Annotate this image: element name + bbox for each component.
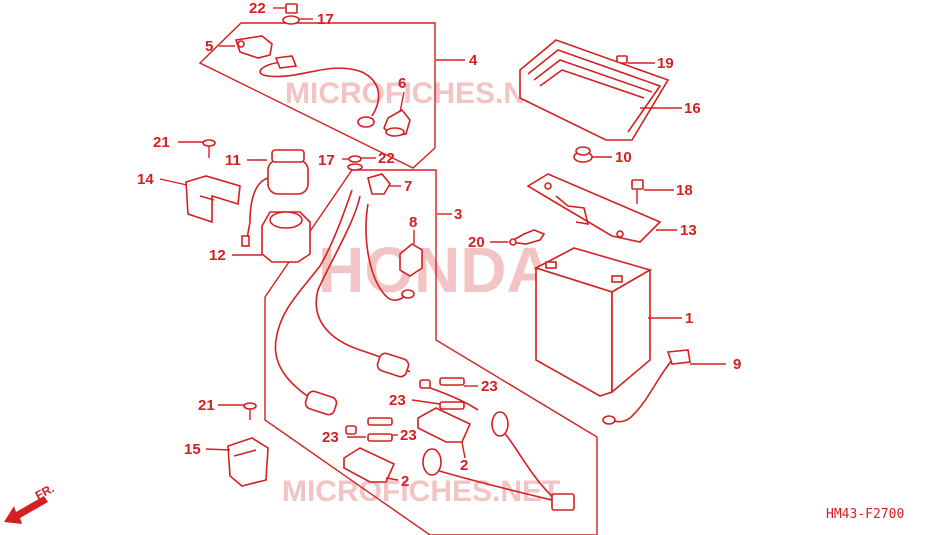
wire-harness-part-3: [274, 189, 575, 511]
battery-stay-part-13: [526, 173, 662, 243]
starter-relay-part-11: [241, 149, 309, 247]
callout-8: 8: [409, 214, 417, 231]
callout-20: 20: [468, 234, 485, 251]
terminal-boot-part-6: [383, 108, 411, 137]
watermark-top: MICROFICHES.NET: [285, 77, 563, 110]
callout-21-top: 21: [153, 134, 170, 151]
figure-code: HM43-F2700: [826, 507, 904, 522]
callout-13: 13: [680, 222, 697, 239]
callout-17-top: 17: [317, 11, 334, 28]
callout-19: 19: [657, 55, 674, 72]
callout-14: 14: [137, 171, 154, 188]
terminal-boot-part-7: [367, 173, 391, 195]
callout-21-lower: 21: [198, 397, 215, 414]
callout-17-mid: 17: [318, 152, 335, 169]
callout-23-c: 23: [322, 429, 339, 446]
harness-group-frame: [264, 169, 598, 535]
callout-11: 11: [225, 152, 241, 169]
fuses-part-23: [345, 377, 465, 442]
cable-part-9: [602, 349, 691, 425]
cable-part-4: [259, 55, 380, 128]
nut-part-22-top: [282, 3, 300, 25]
callout-5: 5: [205, 38, 213, 55]
callout-labels: 22 17 5 4 6 19 16 21 11 17 22 10 14 7 18…: [137, 0, 741, 490]
fuse-holder-part-15: [227, 437, 269, 487]
leader-lines: [159, 7, 726, 481]
callout-10: 10: [615, 149, 632, 166]
callout-18: 18: [676, 182, 693, 199]
callout-23-b: 23: [389, 392, 406, 409]
bolt-part-18: [631, 179, 644, 204]
callout-7: 7: [404, 178, 412, 195]
screw-part-21-lower: [243, 402, 257, 420]
cable-group-frame-top: [198, 22, 436, 169]
callout-12: 12: [209, 247, 226, 264]
front-direction-arrow-icon: [4, 496, 48, 524]
relay-bracket-part-14: [185, 175, 241, 224]
callout-1: 1: [685, 310, 693, 327]
callout-23-a: 23: [481, 378, 498, 395]
callout-6: 6: [398, 75, 406, 92]
battery-cover-part-16: [519, 39, 670, 141]
callout-15: 15: [184, 441, 201, 458]
fuse-box-part-2-upper: [417, 407, 509, 443]
callout-4: 4: [469, 52, 478, 69]
screw-part-21-top: [202, 139, 216, 158]
terminal-boot-part-8: [399, 243, 423, 277]
callout-9: 9: [733, 356, 741, 373]
callout-23-d: 23: [400, 427, 417, 444]
clip-part-20: [507, 229, 546, 246]
battery-part-1: [533, 247, 653, 397]
callout-22-mid: 22: [378, 150, 395, 167]
rubber-mount-part-10: [573, 146, 593, 163]
callout-22-top: 22: [249, 0, 266, 17]
callout-2-upper: 2: [460, 457, 468, 474]
terminal-cover-part-5: [234, 35, 273, 59]
fuse-box-part-12: [261, 211, 311, 263]
nut-part-22-mid: [347, 155, 363, 171]
callout-2-lower: 2: [401, 473, 409, 490]
fuse-box-part-2-lower: [343, 447, 442, 483]
front-marker-label: FR.: [33, 481, 57, 502]
callout-3: 3: [454, 206, 462, 223]
callout-16: 16: [684, 100, 701, 117]
